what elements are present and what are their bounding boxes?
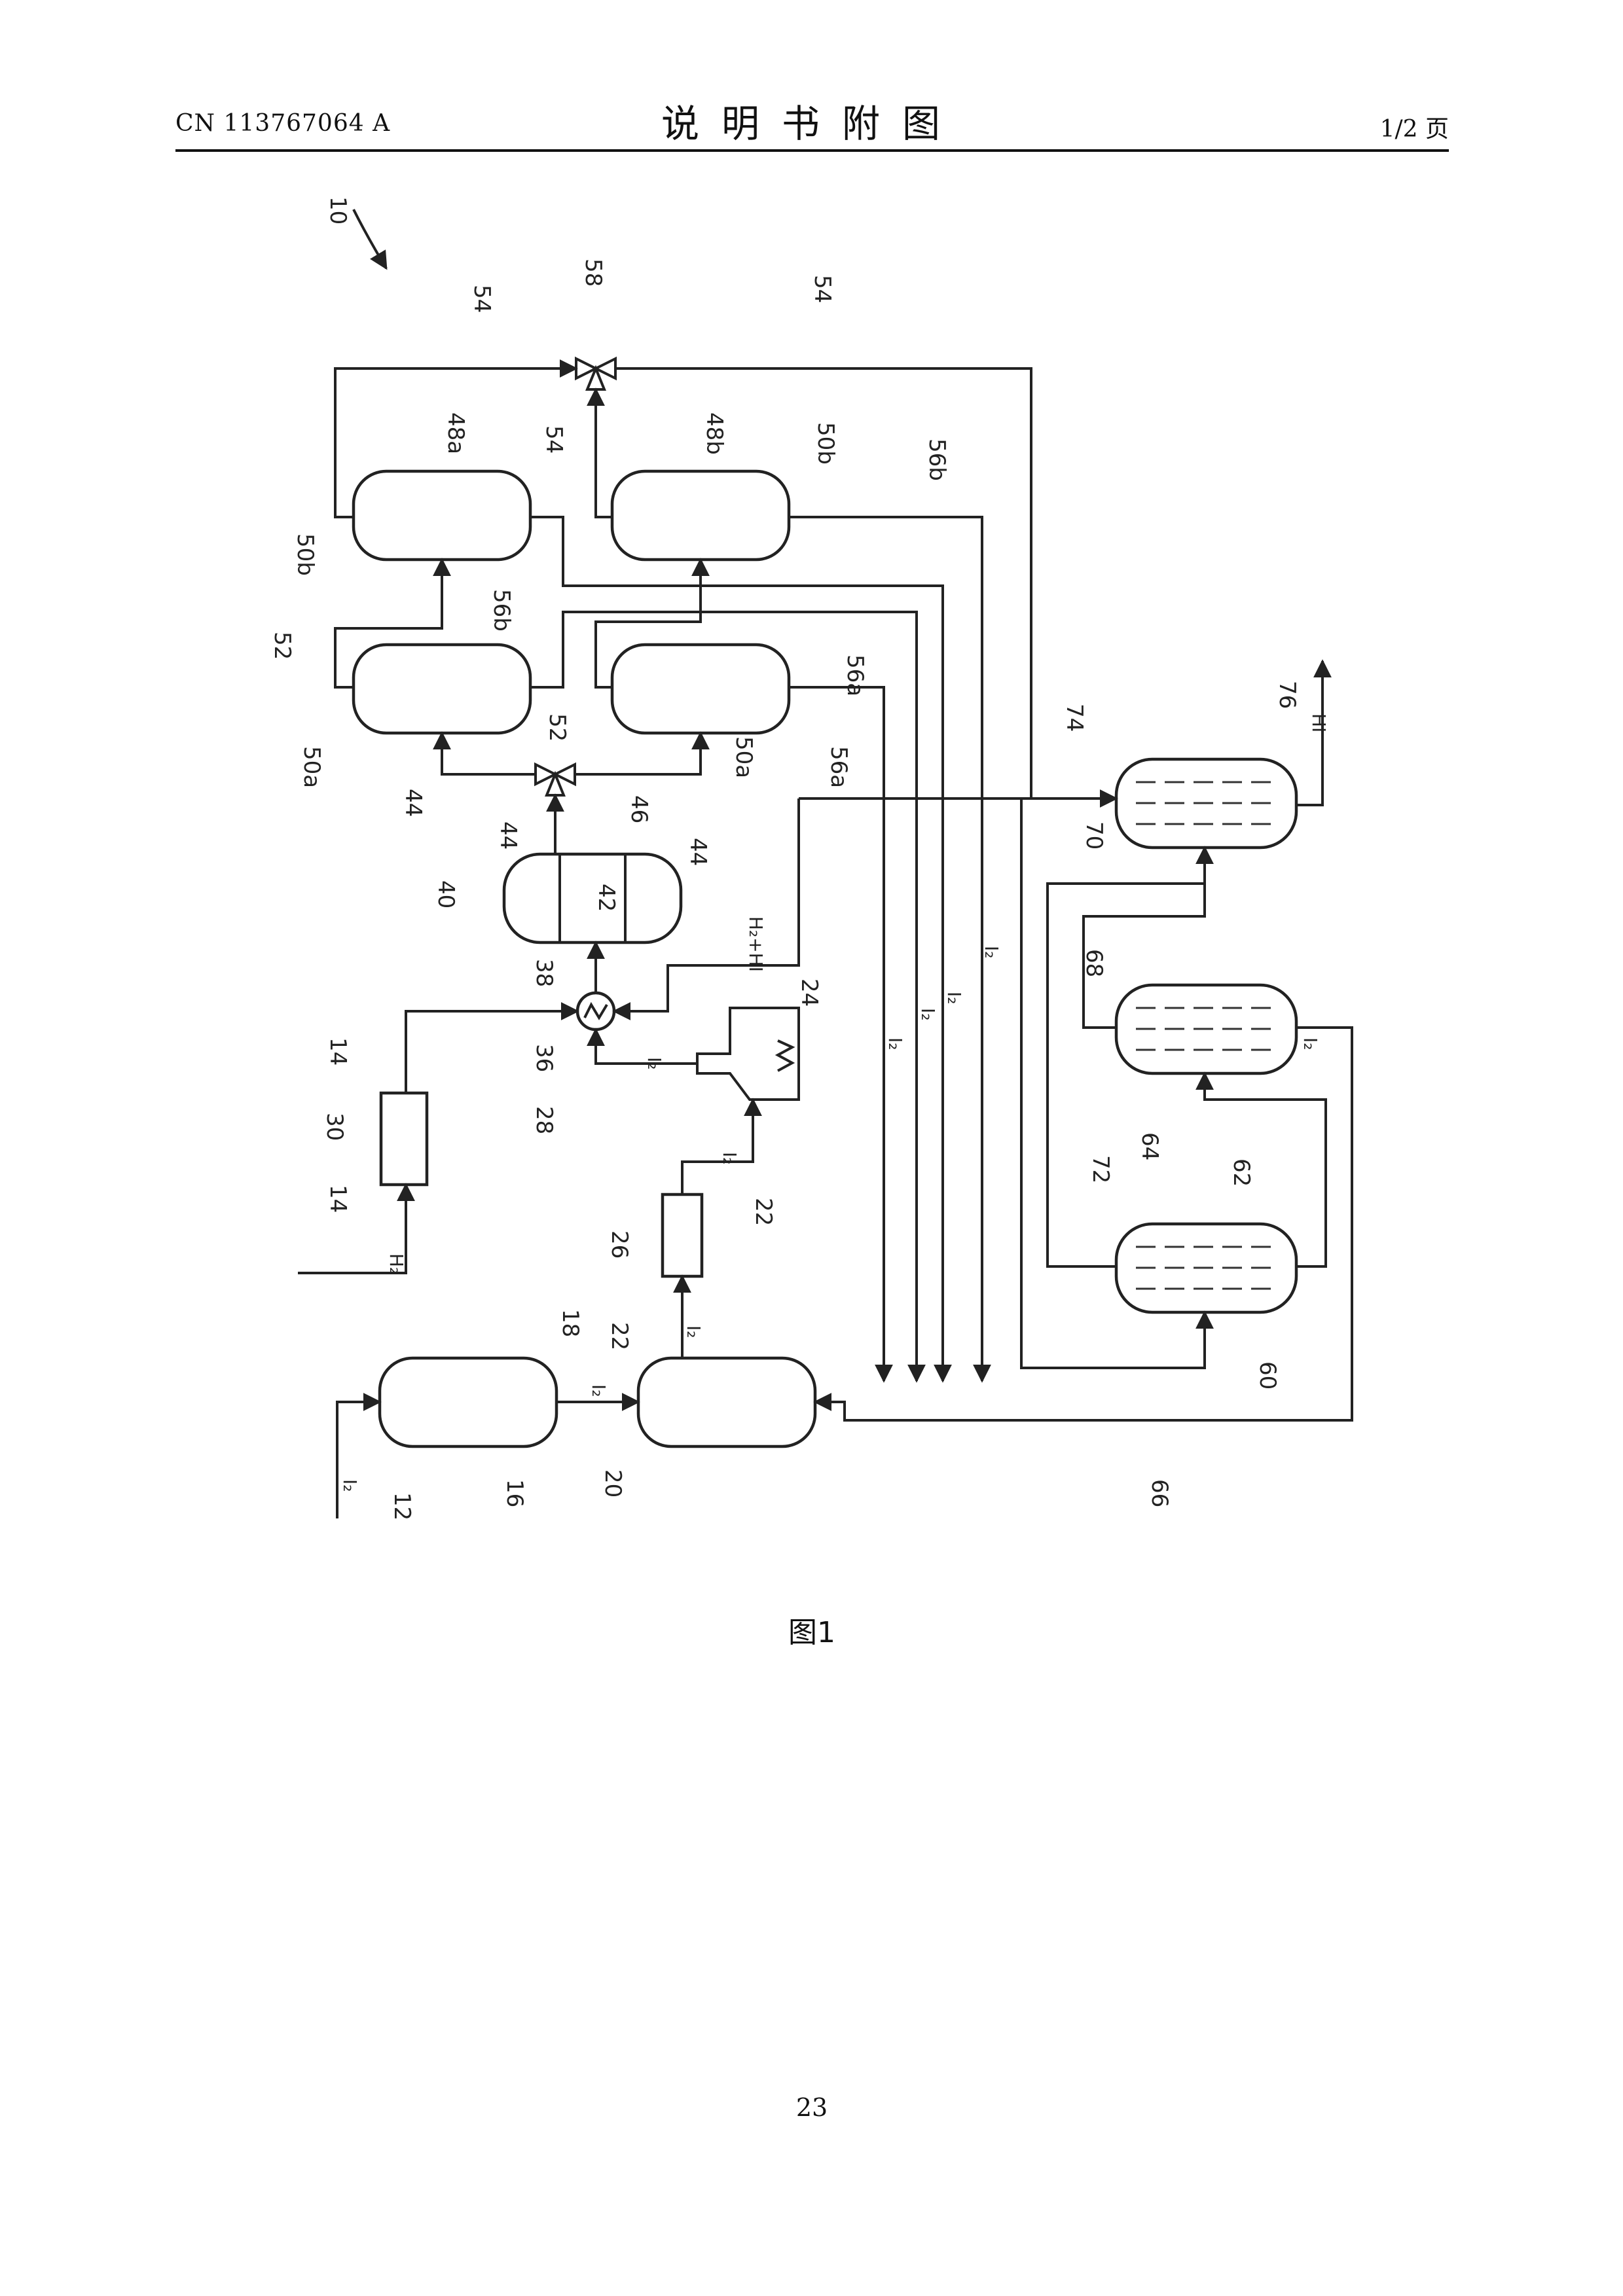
label-22a: 22	[606, 1322, 632, 1350]
label-30: 30	[321, 1113, 348, 1141]
label-50a-left: 50a	[299, 746, 325, 788]
vessel-50b-right	[612, 471, 789, 560]
label-50a-right: 50a	[731, 736, 757, 778]
stream-i2-64: I₂	[1300, 1037, 1321, 1050]
label-54a: 54	[469, 285, 495, 313]
label-56b-b: 56b	[924, 439, 950, 481]
label-56a-b: 56a	[826, 746, 852, 788]
label-74: 74	[1061, 704, 1087, 732]
valve-58	[576, 359, 615, 389]
label-10: 10	[325, 196, 351, 224]
label-64: 64	[1137, 1132, 1163, 1160]
hopper-24	[697, 1008, 799, 1100]
label-62: 62	[1228, 1158, 1254, 1187]
label-14a: 14	[325, 1037, 351, 1066]
label-54b: 54	[809, 275, 835, 303]
label-12: 12	[389, 1492, 415, 1520]
label-50b-left: 50b	[292, 533, 318, 576]
label-70: 70	[1081, 821, 1107, 850]
label-44c: 44	[685, 838, 711, 866]
label-42: 42	[593, 884, 619, 912]
stream-i2-trunk-3: I₂	[943, 992, 965, 1004]
vessel-16	[380, 1358, 556, 1446]
label-26: 26	[606, 1230, 632, 1259]
label-18: 18	[557, 1309, 583, 1337]
label-44b: 44	[495, 821, 521, 850]
label-58: 58	[580, 259, 606, 287]
figure-caption: 图1	[746, 1609, 877, 1651]
label-20: 20	[600, 1469, 626, 1498]
label-38: 38	[531, 959, 557, 987]
label-14b: 14	[325, 1185, 351, 1213]
label-16: 16	[501, 1479, 528, 1507]
unit-26	[663, 1194, 702, 1276]
label-22b: 22	[750, 1198, 776, 1226]
label-48b: 48b	[701, 412, 727, 455]
vessel-50a-left	[354, 645, 530, 733]
label-28: 28	[531, 1106, 557, 1134]
label-44a: 44	[400, 789, 426, 817]
stream-i2-feed: I₂	[339, 1479, 361, 1492]
label-48a: 48a	[443, 412, 469, 454]
stream-h2-feed: H₂	[386, 1253, 407, 1274]
label-56b-a: 56b	[488, 589, 515, 632]
label-54c: 54	[541, 425, 567, 454]
stream-i2-28: I₂	[644, 1057, 665, 1069]
stream-h2-hi: H₂+HI	[745, 916, 767, 972]
label-76: 76	[1274, 681, 1300, 709]
label-36: 36	[531, 1044, 557, 1072]
stream-i2-trunk-2: I₂	[917, 1008, 939, 1020]
unit-30	[381, 1093, 427, 1185]
label-24: 24	[796, 978, 822, 1007]
stream-i2-22: I₂	[683, 1325, 704, 1338]
stream-i2-18: I₂	[588, 1384, 610, 1397]
label-60: 60	[1254, 1361, 1281, 1390]
valve-46	[536, 764, 575, 795]
vessel-50b-left	[354, 471, 530, 560]
stream-i2-trunk-1: I₂	[884, 1037, 906, 1050]
label-50b-right: 50b	[812, 422, 839, 465]
stream-i2-hopper-out: I₂	[719, 1152, 740, 1164]
label-72: 72	[1087, 1155, 1114, 1183]
label-40: 40	[433, 880, 459, 908]
label-52b: 52	[544, 713, 570, 742]
stream-hi-out: HI	[1308, 713, 1330, 732]
vessel-50a-right	[612, 645, 789, 733]
page-number: 23	[746, 2093, 877, 2122]
label-68: 68	[1081, 949, 1107, 977]
label-52a: 52	[269, 632, 295, 660]
vessel-40	[504, 854, 681, 942]
vessel-20	[638, 1358, 815, 1446]
label-56a-a: 56a	[842, 655, 868, 696]
label-66: 66	[1146, 1479, 1173, 1507]
stream-i2-trunk-4: I₂	[981, 946, 1002, 958]
label-46: 46	[626, 795, 652, 823]
